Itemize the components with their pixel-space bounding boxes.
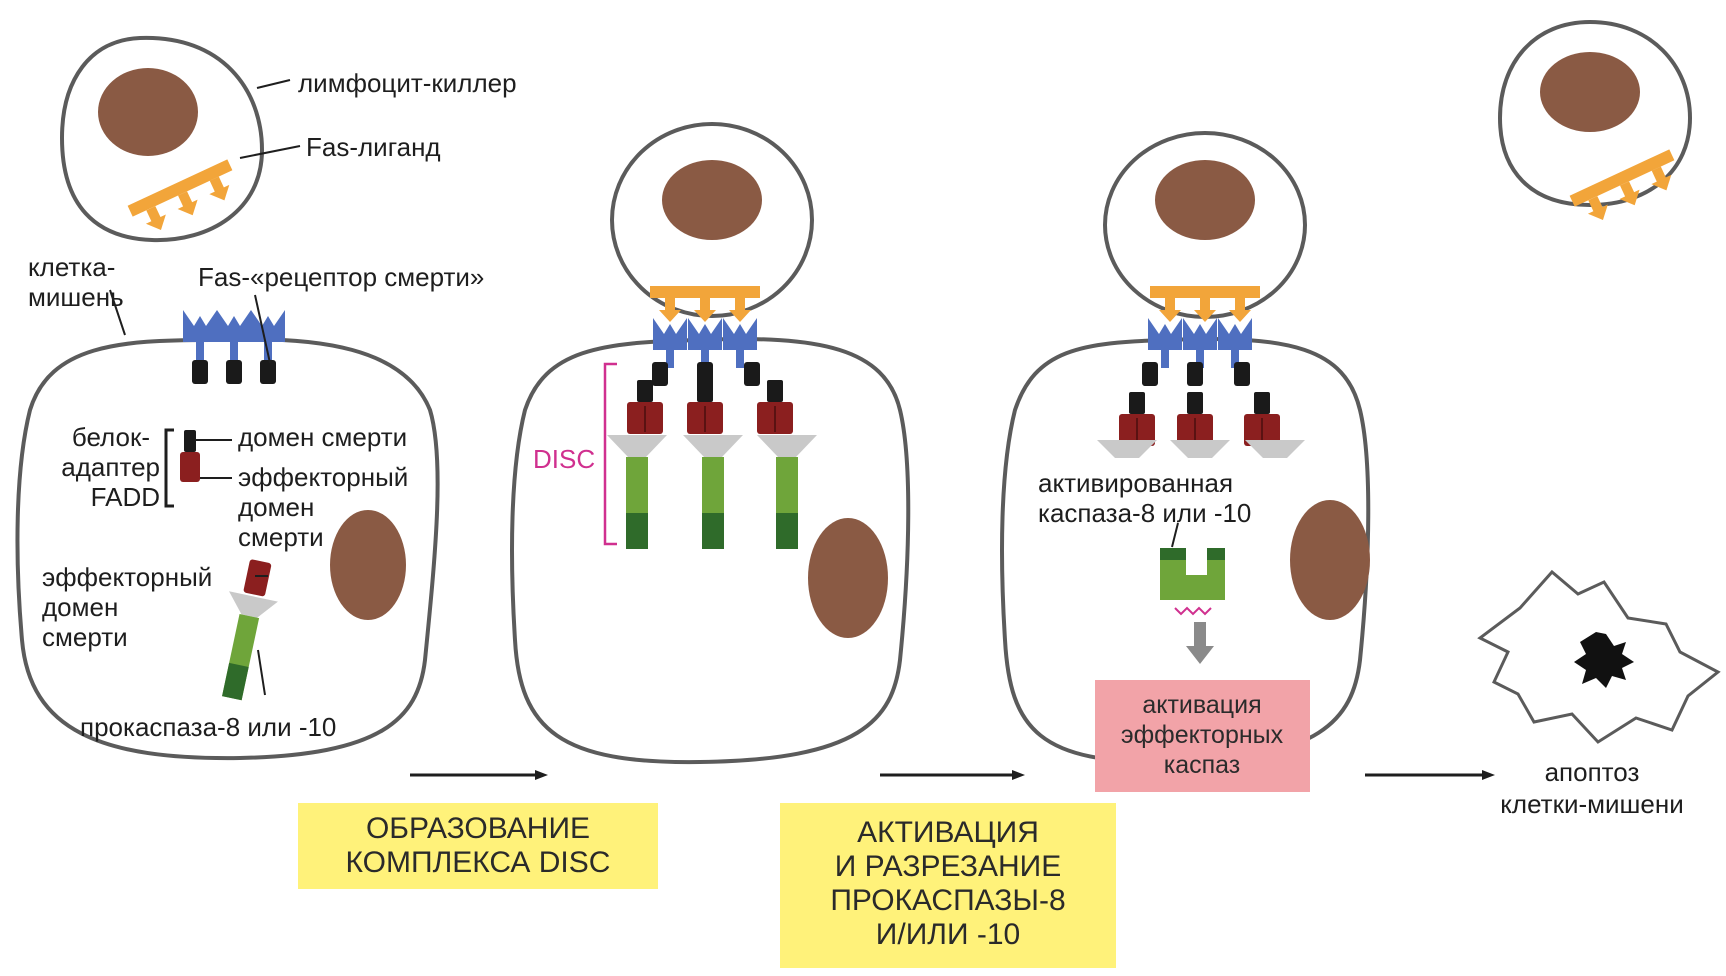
death-domain-icon (226, 360, 242, 384)
effector2-label-line3: смерти (42, 622, 128, 652)
effector2-label-line1: эффекторный (42, 562, 212, 592)
killer-lymphocyte-3 (1105, 133, 1305, 322)
apoptosis-label-line1: апоптоз (1545, 757, 1640, 787)
activated-label-line1: активированная (1038, 468, 1233, 498)
death-domain-icon (1187, 362, 1203, 386)
step2-line2: И РАЗРЕЗАНИЕ (835, 850, 1061, 883)
step1-line1: ОБРАЗОВАНИЕ (366, 812, 590, 845)
arrow-1 (410, 770, 548, 780)
apoptosis-label-line2: клетки-мишени (1500, 789, 1684, 819)
effector-box-line2: эффекторных (1121, 721, 1284, 749)
killer-lymphocyte-2 (612, 124, 812, 322)
adapter-label-line2: адаптер (61, 452, 160, 482)
death-domain-icon (744, 362, 760, 386)
death-domain-icon (192, 360, 208, 384)
adapter-label-line3: FADD (91, 482, 160, 512)
killer-label: лимфоцит-киллер (298, 68, 517, 98)
killer-lymphocyte-4 (1500, 22, 1690, 228)
effector2-label-line2: домен (42, 592, 118, 622)
disc-label: DISC (533, 444, 595, 474)
arrow-3 (1365, 770, 1495, 780)
fas-ligand-label: Fas-лиганд (306, 132, 441, 162)
effector-dd-label-line2: домен (238, 492, 314, 522)
death-domain-icon (260, 360, 276, 384)
step2-line3: ПРОКАСПАЗЫ-8 (830, 884, 1065, 917)
nucleus-icon (98, 68, 198, 156)
arrow-2 (880, 770, 1025, 780)
effector-box-line3: каспаз (1164, 751, 1241, 779)
adapter-label-line1: белок- (72, 422, 150, 452)
death-domain-icon (1234, 362, 1250, 386)
step1-line2: КОМПЛЕКСА DISC (346, 846, 611, 879)
nucleus-icon (662, 160, 762, 240)
nucleus-icon (1290, 500, 1370, 620)
apoptotic-cell (1480, 572, 1718, 742)
procaspase-label: прокаспаза-8 или -10 (80, 712, 336, 742)
target-cell-1 (17, 310, 437, 758)
killer-lymphocyte-1 (62, 38, 262, 240)
fas-ligand-icon (650, 286, 760, 322)
fas-receptor-label: Fas-«рецептор смерти» (198, 262, 484, 292)
step2-line4: И/ИЛИ -10 (876, 918, 1020, 951)
effector-dd-label-line3: смерти (238, 522, 324, 552)
nucleus-icon (808, 518, 888, 638)
effector-dd-label-line1: эффекторный (238, 462, 408, 492)
effector-box-line1: активация (1142, 691, 1261, 719)
step2-line1: АКТИВАЦИЯ (857, 816, 1039, 849)
target-label-line2: мишень (28, 282, 124, 312)
nucleus-icon (330, 510, 406, 620)
fas-ligand-icon (1150, 286, 1260, 322)
death-domain-label: домен смерти (238, 422, 407, 452)
activated-label-line2: каспаза-8 или -10 (1038, 498, 1251, 528)
nucleus-icon (1540, 52, 1640, 132)
death-domain-icon (652, 362, 668, 386)
target-label-line1: клетка- (28, 252, 115, 282)
death-domain-icon (1142, 362, 1158, 386)
nucleus-icon (1155, 160, 1255, 240)
